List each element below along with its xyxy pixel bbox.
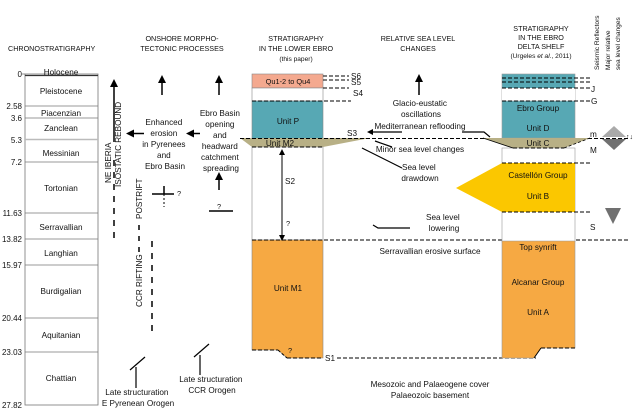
- ebro-basin-opening-text: Ebro Basin opening and headward catchmen…: [200, 109, 242, 173]
- stage-piacenzian: Piacenzian: [41, 109, 82, 118]
- unit-a: [501, 240, 576, 359]
- postrift-label: POSTRIFT: [135, 179, 144, 219]
- stage-langhian: Langhian: [44, 249, 78, 258]
- triangle-up-icon: [602, 126, 626, 137]
- header-seismic-reflectors: Seismic Reflectors: [594, 15, 601, 70]
- up-down-arrows-icon: ↑↓: [626, 134, 633, 141]
- major-sea-level-markers: ↑↓: [602, 126, 633, 224]
- palaeozoic-basement-text: Palaeozoic basement: [391, 391, 470, 400]
- reflector-m-upper: M: [590, 146, 597, 155]
- header-chronostratigraphy: CHRONOSTRATIGRAPHY: [8, 44, 96, 53]
- age-label: 13.82: [2, 235, 23, 244]
- triangle-down-icon: [602, 139, 626, 150]
- age-label: 23.03: [2, 348, 23, 357]
- lower-ebro-column: Qu1-2 to Qu4 Unit P Unit M2 Unit M1 S6 S…: [240, 72, 628, 363]
- age-label: 27.82: [2, 401, 23, 410]
- svg-text:?: ?: [286, 219, 290, 228]
- minor-sea-level-text: Minor sea level changes: [376, 145, 464, 154]
- svg-text:?: ?: [288, 346, 292, 355]
- age-label: 5.3: [11, 136, 23, 145]
- unit-label-m2: Unit M2: [266, 139, 295, 148]
- unit-label-qu: Qu1-2 to Qu4: [266, 77, 311, 86]
- isostatic-label-2: ISOSTATIC REBOUND: [114, 102, 123, 187]
- chrono-stage-labels: Holocene Pleistocene Piacenzian Zanclean…: [39, 68, 83, 383]
- mediterranean-reflooding-text: Mediterranean reflooding: [374, 122, 465, 131]
- unit-label-p: Unit P: [277, 117, 300, 126]
- stage-chattian: Chattian: [46, 374, 77, 383]
- header-onshore-line2: TECTONIC PROCESSES: [140, 44, 224, 53]
- serravallian-surface-text: Serravallian erosive surface: [379, 247, 480, 256]
- unit-c: [483, 138, 590, 148]
- isostatic-label-1: NE IBERIA: [104, 142, 113, 183]
- surface-s3: S3: [347, 129, 357, 138]
- age-label: 11.63: [3, 209, 23, 218]
- surface-s5: S5: [351, 78, 361, 87]
- stage-burdigalian: Burdigalian: [41, 287, 82, 296]
- stage-tortonian: Tortonian: [44, 184, 78, 193]
- stage-pleistocene: Pleistocene: [40, 87, 83, 96]
- stage-aquitanian: Aquitanian: [42, 331, 81, 340]
- header-sea-level-changes: sea level changes: [615, 17, 622, 70]
- header-delta-line2: IN THE EBRO: [518, 33, 564, 42]
- enhanced-erosion-text: Enhanced erosion in Pyrenees and Ebro Ba…: [142, 118, 188, 171]
- header-onshore-line1: ONSHORE MORPHO-: [145, 34, 219, 43]
- sea-level-drawdown-text: Sea level drawdown: [401, 163, 439, 183]
- surface-s1: S1: [325, 354, 335, 363]
- age-label: 0: [18, 70, 23, 79]
- late-structuration-ccr: Late structuration CCR Orogen: [179, 375, 245, 395]
- age-label: 15.97: [2, 261, 23, 270]
- age-label: 3.6: [11, 114, 23, 123]
- svg-text:?: ?: [217, 202, 221, 211]
- basement-cover-text: Mesozoic and Palaeogene cover: [371, 380, 490, 389]
- unit-label-m1: Unit M1: [274, 284, 303, 293]
- unit-label-b: Unit B: [527, 192, 550, 201]
- chrono-column: [22, 73, 99, 406]
- header-lower-ebro-line2: IN THE LOWER EBRO: [259, 44, 334, 53]
- stage-serravallian: Serravallian: [39, 223, 83, 232]
- onshore-processes: NE IBERIA ISOSTATIC REBOUND POSTRIFT CCR…: [102, 75, 245, 408]
- header-lower-ebro-line1: STRATIGRAPHY: [268, 34, 324, 43]
- unit-label-d: Unit D: [527, 124, 550, 133]
- unit-label-castellon-group: Castellón Group: [508, 171, 568, 180]
- unit-b: [456, 163, 575, 212]
- reflector-m-lower: m: [590, 130, 597, 139]
- unit-label-a: Unit A: [527, 308, 549, 317]
- header-sea-level-line1: RELATIVE SEA LEVEL: [381, 34, 456, 43]
- header-major-relative: Major relative: [605, 30, 612, 70]
- age-label: 20.44: [2, 314, 23, 323]
- unit-m2: [240, 138, 370, 147]
- reflector-s: S: [590, 223, 596, 232]
- surface-s2: S2: [285, 177, 295, 186]
- chrono-age-labels: 0 2.58 3.6 5.3 7.2 11.63 13.82 15.97 20.…: [2, 70, 23, 410]
- surface-s6: S6: [351, 72, 361, 81]
- svg-text:?: ?: [177, 189, 181, 198]
- glacio-eustatic-text: Glacio-eustatic oscillations: [393, 99, 449, 119]
- header-lower-ebro-line3: (this paper): [279, 56, 312, 63]
- surface-s4: S4: [353, 89, 363, 98]
- header-delta-line1: STRATIGRAPHY: [513, 24, 569, 33]
- unit-label-top-synrift: Top synrift: [519, 243, 557, 252]
- age-label: 2.58: [6, 102, 22, 111]
- unit-label-ebro-group: Ebro Group: [517, 104, 560, 113]
- triangle-down-s-icon: [605, 208, 621, 224]
- unit-m1: [251, 239, 324, 359]
- stage-holocene: Holocene: [44, 68, 79, 77]
- sea-level-changes: Glacio-eustatic oscillations Mediterrane…: [361, 74, 491, 400]
- reflector-j: J: [591, 85, 595, 94]
- ccr-rifting-label: CCR RIFTING: [135, 254, 144, 307]
- header-delta-line3: DELTA SHELF: [518, 42, 565, 51]
- unit-p: [251, 100, 324, 140]
- stage-zanclean: Zanclean: [44, 124, 78, 133]
- delta-shelf-column: Ebro Group Unit D Unit C Castellón Group…: [456, 73, 597, 359]
- header-sea-level-line2: CHANGES: [400, 44, 436, 53]
- unit-label-c: Unit C: [527, 139, 550, 148]
- age-label: 7.2: [11, 158, 23, 167]
- stage-messinian: Messinian: [43, 149, 80, 158]
- sea-level-lowering-text: Sea level lowering: [426, 213, 462, 233]
- unit-label-alcanar-group: Alcanar Group: [512, 278, 565, 287]
- reflector-g: G: [591, 97, 597, 106]
- header-delta-citation: (Urgeles et al., 2011): [510, 53, 571, 60]
- late-structuration-pyrenean: Late structuration E Pyrenean Orogen: [102, 388, 175, 408]
